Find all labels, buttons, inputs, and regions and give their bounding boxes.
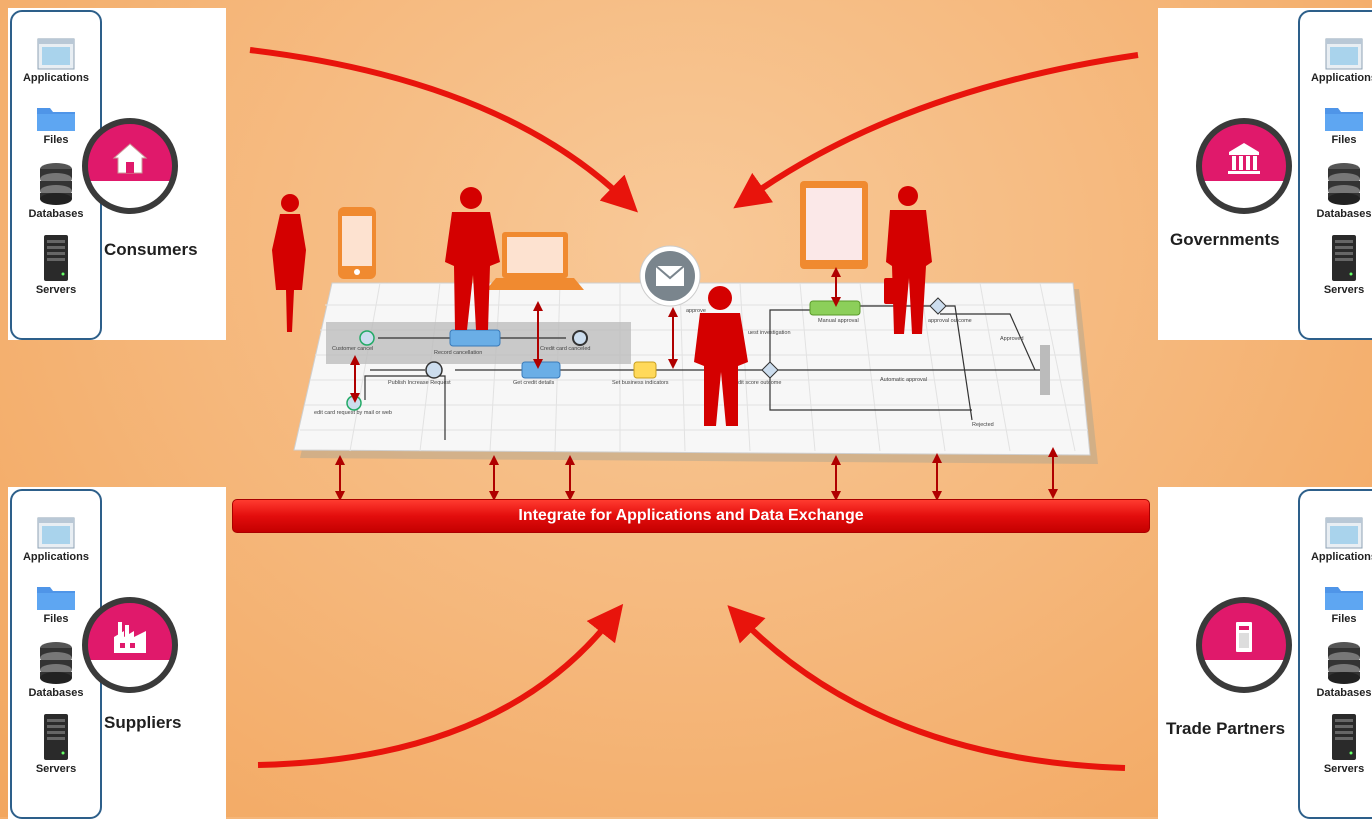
files-label: Files: [43, 613, 69, 625]
server-icon: [1332, 235, 1356, 281]
process-label-card-request: edit card request by mail or web: [314, 410, 392, 416]
databases-item: Databases: [1300, 641, 1372, 699]
man-with-tablet-silhouette: [445, 187, 500, 330]
files-label: Files: [43, 134, 69, 146]
databases-item: Databases: [1300, 162, 1372, 220]
applications-label: Applications: [22, 72, 89, 84]
consumers-badge: [82, 118, 178, 214]
tablet-device: [800, 181, 868, 269]
process-label-automatic-approval: Automatic approval: [880, 377, 927, 383]
process-label-credit-score-outcome: dit score outcome: [738, 380, 781, 386]
process-label-record-cancellation: Record cancellation: [434, 350, 482, 356]
servers-label: Servers: [1323, 284, 1365, 296]
storage-device-icon: [1236, 622, 1252, 652]
suppliers-label: Suppliers: [104, 713, 182, 732]
server-icon: [44, 714, 68, 760]
folder-icon: [1325, 587, 1363, 610]
folder-icon: [37, 587, 75, 610]
process-label-set-business-indicators: Set business indicators: [612, 380, 669, 386]
folder-icon: [1325, 108, 1363, 131]
process-label-approve: approve: [686, 308, 706, 314]
process-label-approved: Approved: [1000, 336, 1024, 342]
files-item: Files: [1300, 104, 1372, 146]
suppliers-badge: [82, 597, 178, 693]
inbound-arrow-top-left: [249, 47, 638, 213]
databases-label: Databases: [28, 208, 84, 220]
process-label-manual-approval: Manual approval: [818, 318, 859, 324]
server-icon: [44, 235, 68, 281]
factory-icon: [114, 622, 146, 653]
applications-label: Applications: [1310, 72, 1372, 84]
applications-icon: [1325, 38, 1363, 70]
consumers-label: Consumers: [104, 240, 198, 259]
mail-badge: [639, 245, 701, 307]
applications-item: Applications: [1300, 517, 1372, 563]
resource-stack: Applications Files Databases Servers: [1298, 10, 1372, 340]
applications-item: Applications: [12, 38, 100, 84]
servers-item: Servers: [1300, 234, 1372, 296]
servers-label: Servers: [35, 763, 77, 775]
databases-item: Databases: [12, 162, 100, 220]
databases-label: Databases: [1316, 208, 1372, 220]
governments-panel: Applications Files Databases Servers Gov…: [1158, 8, 1372, 340]
inbound-arrow-bottom-right: [727, 605, 1126, 771]
data-exchange-arrows: [335, 267, 1058, 501]
databases-label: Databases: [1316, 687, 1372, 699]
governments-badge: [1196, 118, 1292, 214]
trade-partners-label: Trade Partners: [1166, 719, 1286, 738]
process-label-manual-approval-outcome: approval outcome: [928, 318, 972, 324]
databases-item: Databases: [12, 641, 100, 699]
house-icon: [112, 143, 148, 174]
files-label: Files: [1331, 613, 1357, 625]
consumers-panel: Applications Files Databases Servers Con…: [8, 8, 226, 340]
government-building-icon: [1228, 143, 1260, 174]
applications-label: Applications: [1310, 551, 1372, 563]
man-with-headset-silhouette: [694, 286, 748, 426]
database-icon: [40, 163, 72, 205]
inbound-arrow-top-right: [733, 52, 1139, 209]
process-label-credit-card-canceled: Credit card canceled: [540, 346, 590, 352]
process-label-publish-request: Publish Increase Request: [388, 380, 451, 386]
applications-icon: [37, 517, 75, 549]
servers-item: Servers: [1300, 713, 1372, 775]
integration-bar-label: Integrate for Applications and Data Exch…: [518, 507, 864, 524]
person-silhouettes: [272, 186, 932, 426]
applications-item: Applications: [12, 517, 100, 563]
trade-partners-badge: [1196, 597, 1292, 693]
suppliers-panel: Applications Files Databases Servers Sup…: [8, 487, 226, 819]
applications-icon: [1325, 517, 1363, 549]
laptop-device: [486, 232, 584, 290]
files-item: Files: [12, 104, 100, 146]
database-icon: [1328, 642, 1360, 684]
applications-label: Applications: [22, 551, 89, 563]
resource-stack: Applications Files Databases Servers: [1298, 489, 1372, 819]
servers-label: Servers: [35, 284, 77, 296]
integration-bar: Integrate for Applications and Data Exch…: [232, 499, 1150, 533]
process-label-rejected: Rejected: [972, 422, 994, 428]
process-label-get-credit-details: Get credit details: [513, 380, 555, 386]
applications-icon: [37, 38, 75, 70]
smartphone-device: [338, 207, 376, 279]
businessman-silhouette: [884, 186, 932, 334]
folder-icon: [37, 108, 75, 131]
trade-partners-panel: Applications Files Databases Servers Tra…: [1158, 487, 1372, 819]
process-board: Customer cancel Record cancellation Cred…: [293, 282, 1098, 464]
database-icon: [1328, 163, 1360, 205]
files-item: Files: [1300, 583, 1372, 625]
governments-label: Governments: [1170, 230, 1280, 249]
inbound-arrow-bottom-left: [257, 603, 624, 768]
database-icon: [40, 642, 72, 684]
process-label-request-investigation: uest investigation: [748, 330, 791, 336]
servers-label: Servers: [1323, 763, 1365, 775]
files-item: Files: [12, 583, 100, 625]
databases-label: Databases: [28, 687, 84, 699]
woman-silhouette: [272, 194, 306, 332]
process-label-customer-cancel: Customer cancel: [332, 346, 373, 352]
servers-item: Servers: [12, 713, 100, 775]
applications-item: Applications: [1300, 38, 1372, 84]
servers-item: Servers: [12, 234, 100, 296]
files-label: Files: [1331, 134, 1357, 146]
server-icon: [1332, 714, 1356, 760]
